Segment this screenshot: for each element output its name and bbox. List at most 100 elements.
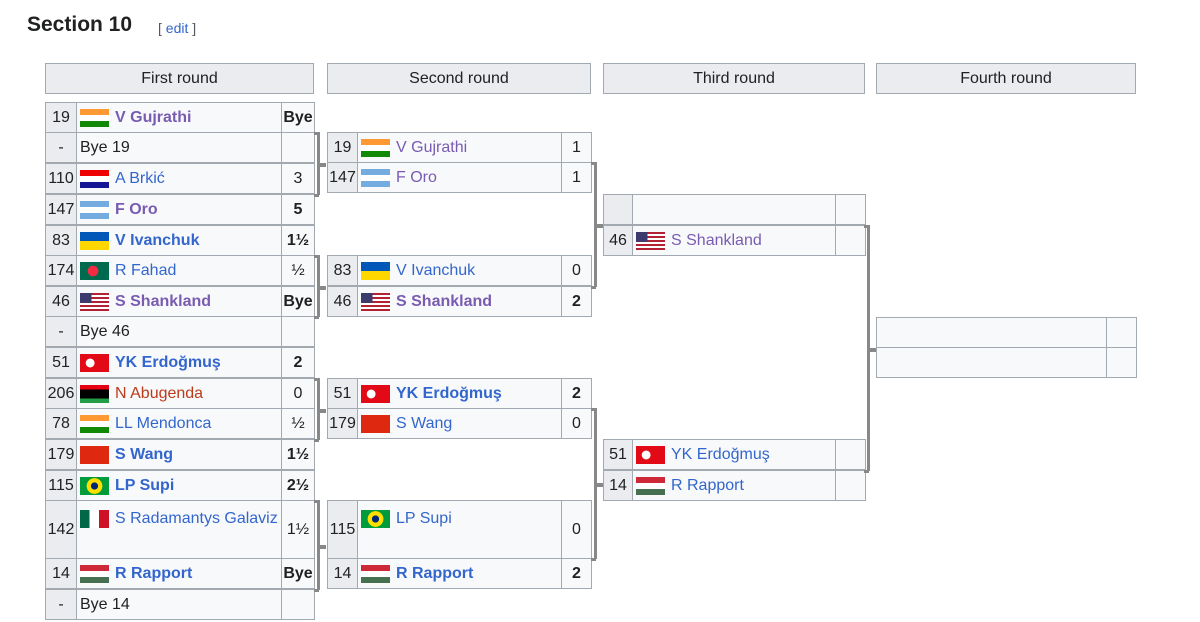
score-cell: Bye [281, 286, 315, 317]
flag-us-icon [636, 231, 665, 250]
player-link[interactable]: S Radamantys Galaviz [115, 510, 278, 527]
player-link[interactable]: V Ivanchuk [115, 231, 200, 249]
player-link[interactable]: F Oro [115, 200, 158, 218]
player-link[interactable]: V Ivanchuk [396, 261, 476, 279]
flag-hu-icon [361, 564, 390, 583]
header-fourth-round: Fourth round [876, 63, 1136, 94]
flag-in-icon [80, 108, 109, 127]
flag-ua-icon [361, 261, 390, 280]
player-link[interactable]: YK Erdoğmuş [671, 445, 770, 463]
score-cell [835, 225, 866, 256]
seed-cell [603, 194, 633, 225]
score-cell: 1 [561, 162, 592, 193]
seed-cell: 174 [45, 255, 77, 286]
score-cell [1106, 347, 1137, 378]
player-cell: Bye 14 [76, 589, 282, 620]
player-cell: Bye 46 [76, 316, 282, 347]
player-link[interactable]: R Fahad [115, 261, 177, 279]
player-cell: R Rapport [76, 558, 282, 589]
seed-cell: 83 [45, 225, 77, 256]
score-cell: 2 [561, 378, 592, 409]
score-cell [835, 470, 866, 501]
flag-in-icon [361, 138, 390, 157]
bracket-connector [594, 483, 603, 487]
player-cell: S Shankland [76, 286, 282, 317]
header-second-round: Second round [327, 63, 591, 94]
flag-bd-icon [80, 261, 109, 280]
bracket-close: ] [192, 20, 197, 36]
player-link[interactable]: V Gujrathi [396, 138, 468, 156]
bracket-connector [864, 470, 869, 473]
bracket-connector [314, 132, 319, 135]
score-cell [1106, 317, 1137, 348]
flag-us-icon [361, 292, 390, 311]
score-cell: 0 [561, 408, 592, 439]
seed-cell: 19 [45, 102, 77, 133]
bracket-connector [314, 589, 319, 592]
edit-link[interactable]: edit [165, 20, 189, 36]
player-link[interactable]: LP Supi [115, 476, 175, 494]
flag-br-icon [80, 476, 109, 495]
player-link[interactable]: S Wang [396, 414, 453, 432]
player-link[interactable]: A Brkić [115, 169, 165, 187]
section-title: Section 10 [27, 13, 133, 36]
player-link[interactable]: S Shankland [671, 231, 762, 249]
player-link[interactable]: R Rapport [115, 564, 193, 582]
player-cell: R Rapport [632, 470, 836, 501]
player-link[interactable]: R Rapport [396, 564, 474, 582]
seed-cell: 78 [45, 408, 77, 439]
score-cell: 0 [561, 255, 592, 286]
score-cell: ½ [281, 408, 315, 439]
player-cell [876, 347, 1107, 378]
player-link[interactable]: LL Mendonca [115, 414, 212, 432]
player-link[interactable]: YK Erdoğmuş [396, 384, 502, 402]
bracket-connector [591, 162, 596, 165]
seed-cell: 206 [45, 378, 77, 409]
flag-ar-icon [80, 200, 109, 219]
player-link[interactable]: N Abugenda [115, 384, 204, 402]
bracket-connector [591, 558, 596, 561]
player-cell: S Radamantys Galaviz [76, 500, 282, 559]
score-cell [835, 194, 866, 225]
bracket-connector [317, 163, 326, 167]
player-cell: LL Mendonca [76, 408, 282, 439]
score-cell [281, 589, 315, 620]
edit-link-wrapper: [ edit ] [158, 20, 196, 36]
flag-hu-icon [636, 476, 665, 495]
player-cell: LP Supi [76, 470, 282, 501]
flag-cn-icon [80, 445, 109, 464]
score-cell: 3 [281, 163, 315, 194]
score-cell: 2½ [281, 470, 315, 501]
seed-cell: 142 [45, 500, 77, 559]
bracket-connector [591, 286, 596, 289]
bracket-connector [314, 194, 319, 197]
player-link[interactable]: S Shankland [115, 292, 212, 310]
player-link[interactable]: V Gujrathi [115, 108, 192, 126]
header-third-round: Third round [603, 63, 865, 94]
seed-cell: 147 [45, 194, 77, 225]
player-cell: S Shankland [632, 225, 836, 256]
player-link[interactable]: S Shankland [396, 292, 493, 310]
player-cell: Bye 19 [76, 132, 282, 163]
seed-cell: 51 [327, 378, 358, 409]
player-link[interactable]: YK Erdoğmuş [115, 353, 221, 371]
flag-ly-icon [80, 384, 109, 403]
flag-tr-icon [80, 353, 109, 372]
score-cell: 2 [561, 558, 592, 589]
seed-cell: 46 [45, 286, 77, 317]
seed-cell: 147 [327, 162, 358, 193]
player-cell: V Ivanchuk [357, 255, 562, 286]
bracket-connector [314, 439, 319, 442]
flag-tr-icon [636, 445, 665, 464]
player-link[interactable]: F Oro [396, 168, 437, 186]
player-name: Bye 46 [80, 322, 130, 340]
flag-mx-icon [80, 509, 109, 528]
player-link[interactable]: S Wang [115, 445, 174, 463]
player-cell: R Rapport [357, 558, 562, 589]
bracket-connector [594, 224, 603, 228]
player-link[interactable]: R Rapport [671, 476, 744, 494]
player-cell: F Oro [76, 194, 282, 225]
player-cell: LP Supi [357, 500, 562, 559]
seed-cell: - [45, 132, 77, 163]
player-link[interactable]: LP Supi [396, 510, 452, 527]
